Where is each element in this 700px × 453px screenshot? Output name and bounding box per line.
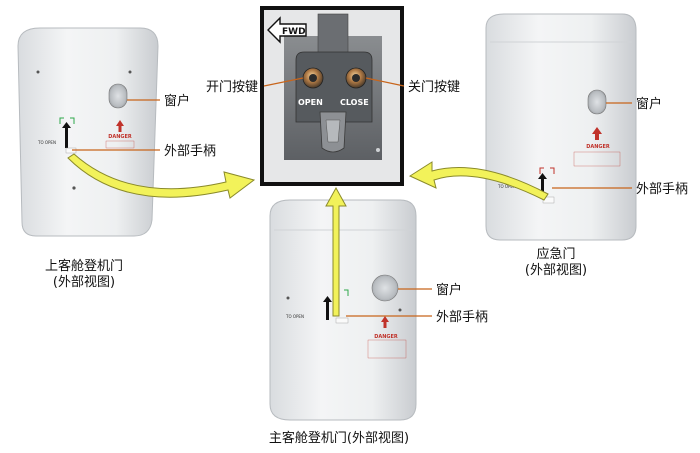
main-deck-door: DANGER TO OPEN (269, 199, 417, 421)
emergency-door-handle-label: 外部手柄 (636, 182, 688, 197)
fwd-arrow-icon (267, 16, 307, 44)
leader-lines (72, 77, 632, 317)
upper-door-caption-line2: (外部视图) (53, 275, 115, 290)
emergency-door-to-open-text: TO OPEN (497, 184, 516, 189)
main-door-handle-flap (335, 317, 349, 324)
main-door-caption: 主客舱登机门(外部视图) (269, 430, 409, 446)
pointer-arrows (67, 153, 549, 317)
close-button-label: CLOSE (340, 98, 369, 107)
main-door-to-open-text: TO OPEN (285, 314, 304, 319)
emergency-door-window-label: 窗户 (636, 96, 662, 112)
red-arrow-icon (381, 316, 389, 328)
black-arrow-icon (541, 177, 544, 197)
close-button-callout: 关门按键 (408, 80, 460, 95)
control-panel-closeup: OPEN CLOSE FWD (260, 6, 404, 186)
arrow-emergency-to-panel (408, 161, 549, 201)
black-arrow-icon (65, 126, 68, 148)
upper-door-to-open-text: TO OPEN (37, 140, 56, 145)
upper-door-danger-text: DANGER (108, 134, 132, 140)
main-door-window-label: 窗户 (436, 282, 462, 298)
red-arrow-icon (116, 120, 124, 132)
arrow-main-to-panel (325, 186, 347, 317)
emergency-door: DANGER TO OPEN (485, 13, 637, 241)
upper-deck-door: DANGER TO OPEN (17, 27, 159, 237)
arrow-upper-to-panel (67, 153, 256, 199)
upper-door-handle-label: 外部手柄 (164, 144, 216, 159)
red-arrow-icon (592, 127, 602, 140)
main-door-danger-text: DANGER (374, 334, 398, 340)
black-arrow-icon (326, 300, 329, 320)
main-door-window (371, 274, 399, 302)
emergency-door-window (587, 89, 607, 115)
upper-door-window-label: 窗户 (164, 93, 190, 109)
emergency-door-caption-line2: (外部视图) (525, 263, 587, 278)
upper-door-window (108, 83, 128, 109)
open-button-label: OPEN (298, 98, 323, 107)
fwd-label: FWD (282, 27, 306, 37)
upper-door-caption-line1: 上客舱登机门 (45, 258, 123, 274)
open-button-callout: 开门按键 (206, 80, 258, 95)
emergency-door-caption-line1: 应急门 (536, 246, 575, 262)
emergency-door-danger-text: DANGER (586, 144, 610, 150)
main-door-handle-label: 外部手柄 (436, 310, 488, 325)
